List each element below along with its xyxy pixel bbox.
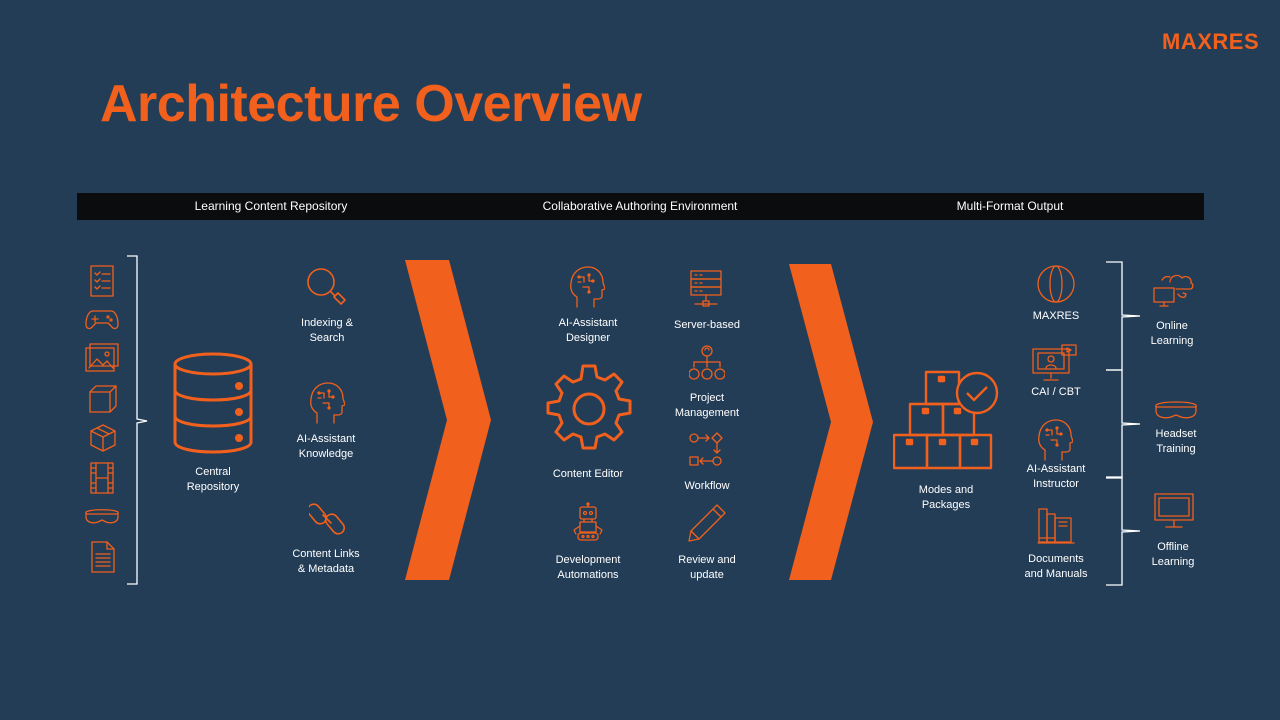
chain-link-icon	[306, 500, 346, 543]
brand-logo: MAXRES	[1162, 29, 1260, 54]
image-gallery-icon	[85, 343, 119, 378]
modes-packages-label: Modes and Packages	[918, 484, 974, 511]
film-strip-icon	[90, 462, 114, 499]
review-update-label: Review and update	[678, 554, 736, 581]
cai-cbt-label: CAI / CBT	[1031, 386, 1081, 398]
ai-knowledge-label: AI-Assistant Knowledge	[296, 433, 356, 460]
checklist-icon	[88, 265, 116, 302]
section-label-output: Multi-Format Output	[956, 199, 1064, 213]
workflow-label: Workflow	[684, 480, 730, 492]
gamepad-icon	[85, 307, 119, 338]
pencil-icon	[687, 503, 727, 548]
section-label-repository: Learning Content Repository	[194, 199, 348, 213]
online-learning-label: Online Learning	[1150, 320, 1194, 347]
ai-instructor-icon	[1037, 418, 1074, 467]
flow-chevron-2	[789, 264, 875, 585]
delivery-bracket-2	[1105, 369, 1145, 484]
server-icon	[689, 270, 723, 313]
headset-icon	[1153, 397, 1199, 426]
3d-cube-icon	[88, 384, 118, 419]
content-editor-label: Content Editor	[552, 468, 624, 480]
ai-instructor-label: AI-Assistant Instructor	[1026, 463, 1086, 490]
project-team-icon	[688, 345, 726, 386]
maxres-output-label: MAXRES	[1032, 310, 1080, 322]
project-management-label: Project Management	[674, 392, 740, 419]
indexing-search-label: Indexing & Search	[301, 317, 353, 344]
headset-training-label: Headset Training	[1155, 428, 1197, 455]
flow-chevron-1	[405, 260, 491, 585]
package-box-icon	[88, 423, 118, 458]
packages-boxes-icon	[892, 368, 1001, 477]
manuals-books-icon	[1037, 508, 1075, 549]
cloud-sync-icon	[1152, 268, 1194, 313]
documents-manuals-label: Documents and Manuals	[1024, 553, 1088, 580]
page-title: Architecture Overview	[100, 75, 642, 133]
desktop-monitor-icon	[1153, 492, 1195, 535]
offline-learning-label: Offline Learning	[1151, 541, 1195, 568]
maxres-sphere-icon	[1036, 264, 1076, 309]
development-automations-label: Development Automations	[555, 554, 621, 581]
content-types-bracket	[126, 255, 152, 590]
content-links-label: Content Links & Metadata	[292, 548, 360, 575]
ai-designer-icon	[569, 265, 606, 314]
ai-head-icon	[309, 381, 346, 430]
workflow-icon	[689, 432, 725, 475]
vr-headset-icon	[84, 506, 120, 531]
central-repository-label: Central Repository	[186, 466, 240, 493]
server-based-label: Server-based	[673, 319, 741, 331]
delivery-bracket-3	[1105, 476, 1145, 591]
gear-icon	[543, 363, 635, 460]
robot-icon	[570, 502, 606, 549]
section-header-bar: Learning Content Repository Collaborativ…	[77, 193, 1204, 220]
delivery-bracket-1	[1105, 261, 1145, 376]
search-icon	[305, 266, 347, 313]
ai-designer-label: AI-Assistant Designer	[558, 317, 618, 344]
database-icon	[171, 352, 255, 459]
cbt-computer-icon	[1032, 344, 1078, 387]
section-label-authoring: Collaborative Authoring Environment	[542, 199, 738, 213]
document-icon	[91, 541, 115, 578]
